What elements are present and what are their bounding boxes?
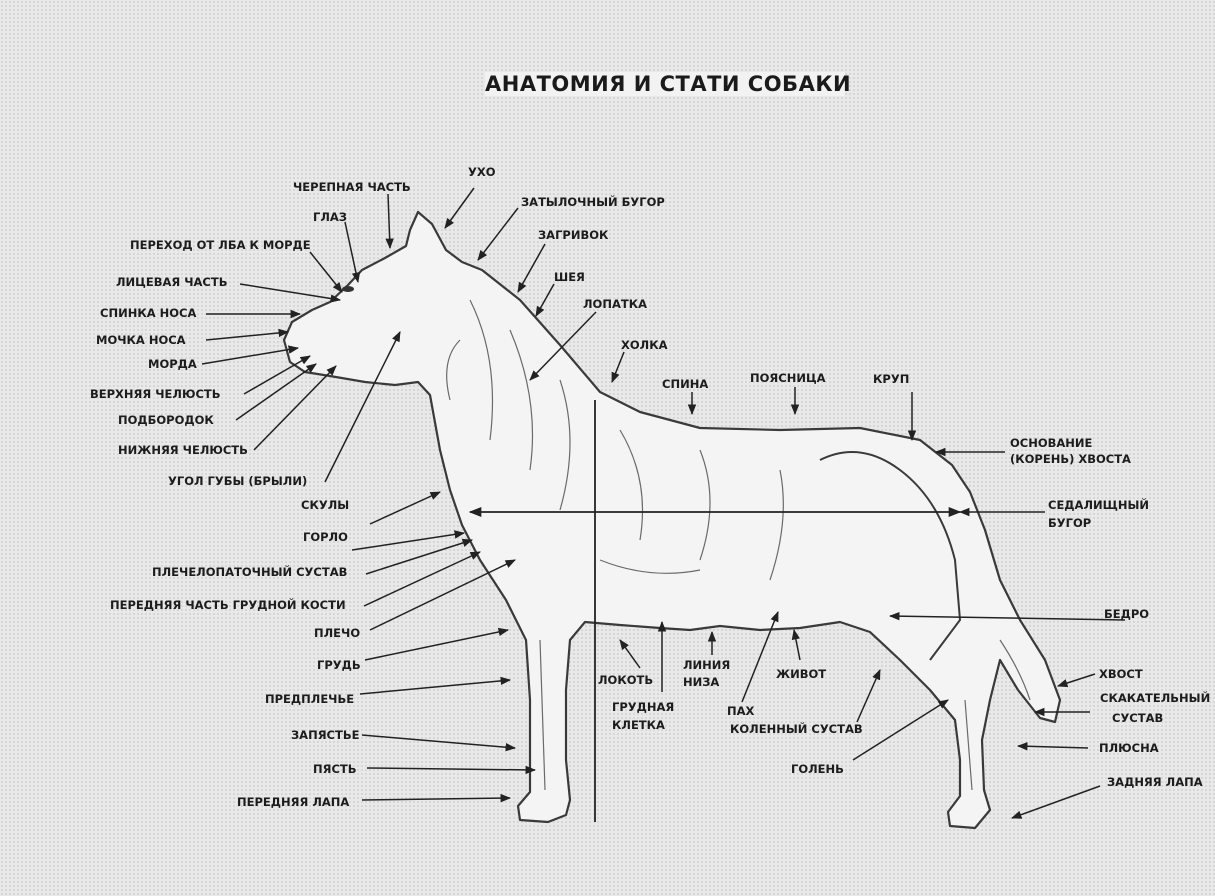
label-ischial-2: БУГОР [1048, 516, 1091, 530]
page-title: АНАТОМИЯ И СТАТИ СОБАКИ [485, 72, 845, 96]
label-withers: ХОЛКА [621, 338, 668, 352]
label-loin: ПОЯСНИЦА [750, 371, 826, 385]
label-ear: УХО [468, 165, 496, 179]
label-neck: ШЕЯ [554, 270, 585, 284]
label-upper-jaw: ВЕРХНЯЯ ЧЕЛЮСТЬ [90, 387, 221, 401]
label-withers-nape: ЗАГРИВОК [538, 228, 608, 242]
label-shoulder-joint: ПЛЕЧЕЛОПАТОЧНЫЙ СУСТАВ [152, 565, 347, 579]
label-ribcage-1: ГРУДНАЯ [612, 700, 674, 714]
label-tail-base-2: (КОРЕНЬ) ХВОСТА [1010, 452, 1131, 466]
label-wrist: ЗАПЯСТЬЕ [291, 728, 359, 742]
dog-silhouette [284, 212, 1060, 828]
label-scapula: ЛОПАТКА [583, 297, 647, 311]
label-nose-tip: МОЧКА НОСА [96, 333, 186, 347]
label-hock-1: СКАКАТЕЛЬНЫЙ [1100, 691, 1210, 705]
label-tail-base-1: ОСНОВАНИЕ [1010, 436, 1092, 450]
label-back: СПИНА [662, 377, 708, 391]
label-stifle: КОЛЕННЫЙ СУСТАВ [730, 722, 863, 736]
label-cheekbones: СКУЛЫ [301, 498, 349, 512]
label-prosternum: ПЕРЕДНЯЯ ЧАСТЬ ГРУДНОЙ КОСТИ [110, 598, 346, 612]
label-ischial-1: СЕДАЛИЩНЫЙ [1048, 498, 1149, 512]
label-fore-paw: ПЕРЕДНЯЯ ЛАПА [237, 795, 349, 809]
label-belly: ЖИВОТ [776, 667, 826, 681]
label-lower-thigh: ГОЛЕНЬ [791, 762, 844, 776]
label-throat: ГОРЛО [303, 530, 348, 544]
label-hind-paw: ЗАДНЯЯ ЛАПА [1107, 775, 1203, 789]
label-eye: ГЛАЗ [313, 210, 347, 224]
label-tail: ХВОСТ [1099, 667, 1143, 681]
label-skull: ЧЕРЕПНАЯ ЧАСТЬ [293, 180, 411, 194]
label-chest: ГРУДЬ [317, 658, 361, 672]
label-muzzle: МОРДА [148, 357, 197, 371]
label-upper-arm: ПЛЕЧО [314, 626, 360, 640]
label-forearm: ПРЕДПЛЕЧЬЕ [265, 692, 354, 706]
label-stop: ПЕРЕХОД ОТ ЛБА К МОРДЕ [130, 238, 311, 252]
label-occiput: ЗАТЫЛОЧНЫЙ БУГОР [521, 195, 665, 209]
label-lip-corner: УГОЛ ГУБЫ (БРЫЛИ) [168, 474, 307, 488]
label-lower-jaw: НИЖНЯЯ ЧЕЛЮСТЬ [118, 443, 248, 457]
label-chin: ПОДБОРОДОК [118, 413, 214, 427]
label-nose-bridge: СПИНКА НОСА [100, 306, 196, 320]
label-hock-2: СУСТАВ [1112, 711, 1163, 725]
label-metatarsus: ПЛЮСНА [1099, 741, 1159, 755]
label-elbow: ЛОКОТЬ [598, 673, 653, 687]
label-underline-2: НИЗА [683, 675, 719, 689]
label-groin: ПАХ [727, 704, 754, 718]
label-thigh: БЕДРО [1104, 607, 1149, 621]
label-pastern: ПЯСТЬ [313, 762, 357, 776]
eye-mark [342, 286, 354, 292]
label-ribcage-2: КЛЕТКА [612, 718, 665, 732]
label-underline-1: ЛИНИЯ [683, 658, 730, 672]
label-croup: КРУП [873, 372, 909, 386]
label-face: ЛИЦЕВАЯ ЧАСТЬ [116, 275, 227, 289]
